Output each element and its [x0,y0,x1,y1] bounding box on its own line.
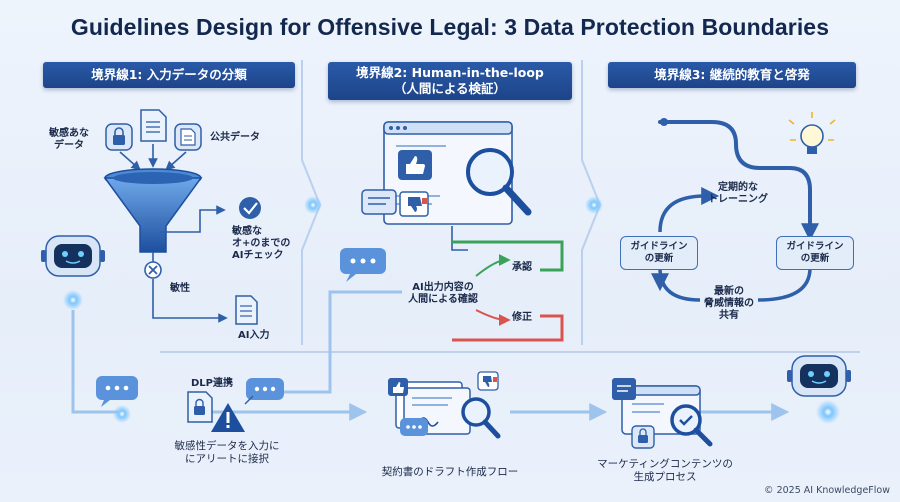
label-alert: 敏感性データを入力に にアリートに接択 [174,440,280,465]
glow-dot-left [63,290,83,310]
glow-dot-right [816,400,840,424]
reject-x-icon [144,261,162,279]
check-badge-icon [239,197,261,219]
document-icon [140,109,167,142]
separator-glow-2 [585,196,603,214]
chat-dots-icon-b2 [340,248,386,282]
chat-dots-icon-left [96,376,138,407]
label-public-data: 公共データ [210,132,260,143]
lightbulb-icon [788,112,836,154]
chat-bubble-icon [361,189,397,215]
chat-dots-icon-contract [400,418,428,436]
section-header-boundary-1: 境界線1: 入力データの分類 [43,62,295,88]
section-header-boundary-3: 境界線3: 継続的教育と啓発 [608,62,856,88]
page-title: Guidelines Design for Offensive Legal: 3… [70,14,830,40]
dlp-doc-lock-icon [187,391,213,423]
magnifier-icon-b2 [466,148,532,216]
label-ai-input: AI入力 [238,330,270,341]
section-header-boundary-2-line2: （人間による検証） [393,81,507,96]
label-dlp: DLP連携 [191,378,234,389]
chat-dots-icon-dlp [246,378,284,400]
marketing-notepad-icon [612,378,636,400]
box-guideline-update-left: ガイドライン の更新 [620,236,698,270]
label-sensitivity: 敏性 [170,283,190,294]
lock-doc-icon [105,123,133,151]
public-doc-icon [174,123,202,151]
label-threat-share: 最新の 脅威情報の 共有 [704,286,754,321]
magnifier-icon-contract [461,397,501,439]
warning-icon [211,403,245,432]
robot-right-icon [787,355,851,397]
marketing-lock-icon [631,425,655,449]
label-marketing-flow: マーケティングコンテンツの 生成プロセス [597,458,733,483]
section-header-boundary-2-line1: 境界線2: Human-in-the-loop [356,65,544,80]
thumbs-up-icon [398,150,432,180]
funnel-icon [103,168,203,253]
section-header-boundary-2: 境界線2: Human-in-the-loop （人間による検証） [328,62,572,100]
label-contract-flow: 契約書のドラフト作成フロー [381,466,519,478]
label-training: 定期的な トレーニング [708,182,768,205]
separator-glow-1 [304,196,322,214]
label-revise: 修正 [512,312,532,323]
label-sensitive-data: 敏感あな データ [49,128,89,151]
robot-left-icon [41,235,105,277]
glow-dot-bottom [113,405,131,423]
ai-input-doc-icon [235,295,258,325]
box-guideline-update-right: ガイドライン の更新 [776,236,854,270]
label-approve: 承認 [512,262,532,273]
label-human-verify: AI出力内容の 人間による確認 [408,282,478,305]
label-ai-check: 敏感な オ+のまでの AIチェック [232,226,291,261]
contract-thumbs-icon [388,371,499,396]
magnifier-check-icon [670,404,713,447]
winding-path [688,120,812,232]
copyright: © 2025 AI KnowledgeFlow [764,485,890,496]
thumbs-down-icon [399,191,429,217]
